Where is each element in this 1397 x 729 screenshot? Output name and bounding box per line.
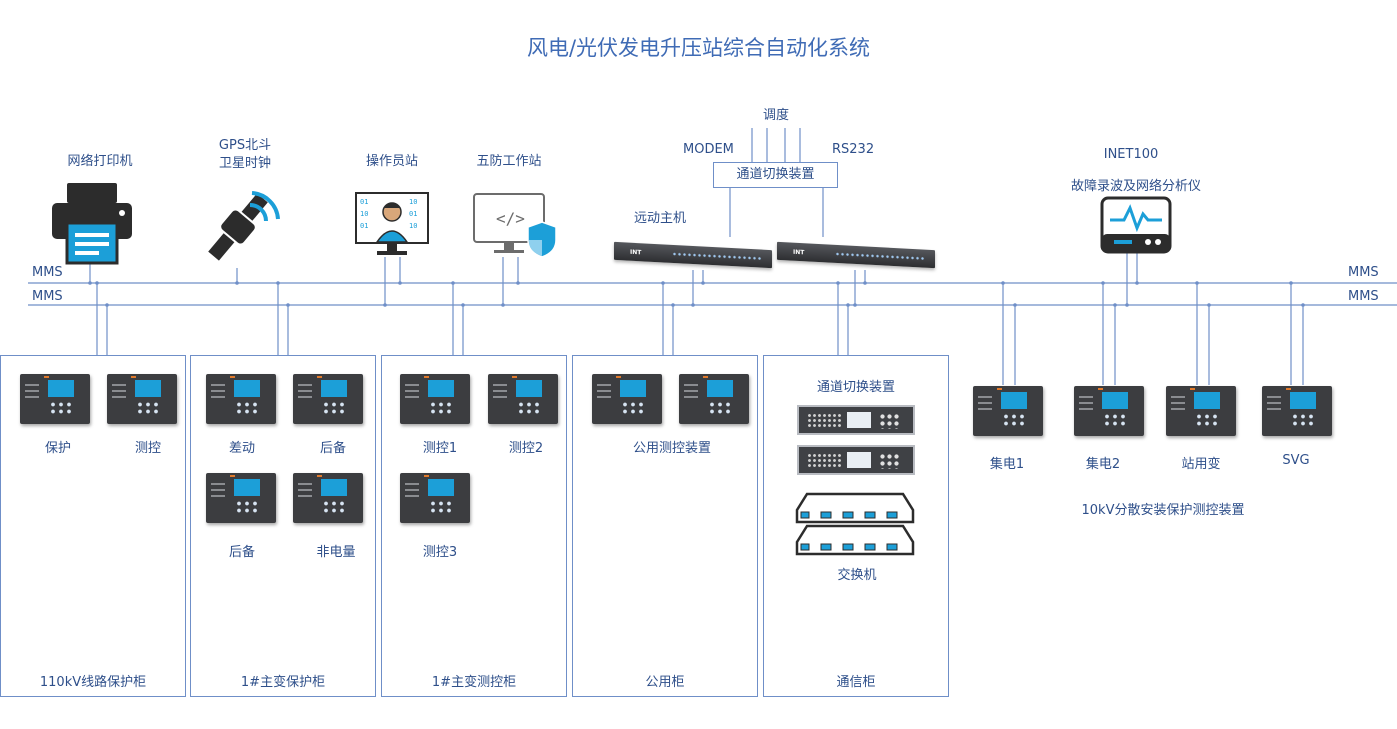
cabinet-110kv-line: 110kV线路保护柜 [0,355,186,697]
mms-label-a: MMS [32,265,63,280]
relay-device [206,473,276,523]
relay-device [1262,386,1332,436]
svg-text:01: 01 [360,198,368,206]
printer-label: 网络打印机 [67,154,133,169]
cabinet-transformer-protection: 1#主变保护柜 [190,355,376,697]
svg-text:01: 01 [409,210,417,218]
device-label: SVG [1282,453,1310,468]
device-label: 集电1 [989,457,1025,472]
relay-device [1074,386,1144,436]
device-label: 差动 [228,441,256,456]
wufang-label: 五防工作站 [476,154,542,169]
channel-switch-box: 通道切换装置 [713,162,838,188]
relay-device [20,374,90,424]
dispatch-label: 调度 [762,108,790,123]
mms-label-a-right: MMS [1348,265,1379,280]
operator-monitor-icon: 01 10 01 10 01 10 [355,192,429,255]
device-label: 公用测控装置 [632,441,712,456]
svg-text:10: 10 [409,222,417,230]
relay-device [107,374,177,424]
network-switch-icon [795,492,915,556]
cabinet-common: 公用柜 [572,355,758,697]
device-label: 保护 [44,441,72,456]
inet-label-line1: INET100 [1103,147,1159,162]
device-label: 后备 [228,545,256,560]
cabinet-label: 公用柜 [645,675,685,690]
operator-label: 操作员站 [365,154,419,169]
wufang-workstation-icon: </> [473,193,557,258]
device-label: 非电量 [316,545,356,560]
switch-label: 交换机 [837,568,877,583]
device-label: 集电2 [1085,457,1121,472]
inet-label-line2: 故障录波及网络分析仪 [1070,179,1202,194]
channel-switch-unit-2 [797,445,915,475]
relay-device [679,374,749,424]
relay-device [293,473,363,523]
relay-device [488,374,558,424]
relay-device [206,374,276,424]
rs232-label: RS232 [832,142,875,157]
channel-switch-unit-1 [797,405,915,435]
rack-brand: INT [793,248,805,257]
svg-text:</>: </> [496,209,525,228]
rack-brand: INT [630,248,642,257]
remote-host-label: 远动主机 [634,211,687,226]
relay-device [400,473,470,523]
modem-label: MODEM [683,142,734,157]
dist-caption: 10kV分散安装保护测控装置 [1081,503,1245,518]
channel-switch-cabinet-label: 通道切换装置 [816,380,896,395]
printer-icon [52,183,132,265]
device-label: 测控1 [422,441,458,456]
device-label: 站用变 [1181,457,1221,472]
diagram-title: 风电/光伏发电升压站综合自动化系统 [526,36,871,60]
cabinet-label: 1#主变保护柜 [240,675,326,690]
relay-device [1166,386,1236,436]
mms-label-b-right: MMS [1348,289,1379,304]
cabinet-label: 110kV线路保护柜 [39,675,147,690]
relay-device [400,374,470,424]
satellite-icon [208,191,280,261]
mms-label-b: MMS [32,289,63,304]
relay-device [592,374,662,424]
cabinet-label: 通信柜 [836,675,876,690]
cabinet-communication: 通信柜 [763,355,949,697]
gps-label-line2: 卫星时钟 [218,156,272,171]
device-label: 测控2 [508,441,544,456]
analyzer-icon [1100,196,1172,254]
device-label: 后备 [319,441,347,456]
relay-device [293,374,363,424]
svg-text:10: 10 [360,210,368,218]
relay-device [973,386,1043,436]
device-label: 测控3 [422,545,458,560]
cabinet-label: 1#主变测控柜 [431,675,517,690]
device-label: 测控 [134,441,162,456]
svg-text:10: 10 [409,198,417,206]
cabinet-transformer-control: 1#主变测控柜 [381,355,567,697]
svg-text:01: 01 [360,222,368,230]
gps-label-line1: GPS北斗 [218,138,272,153]
